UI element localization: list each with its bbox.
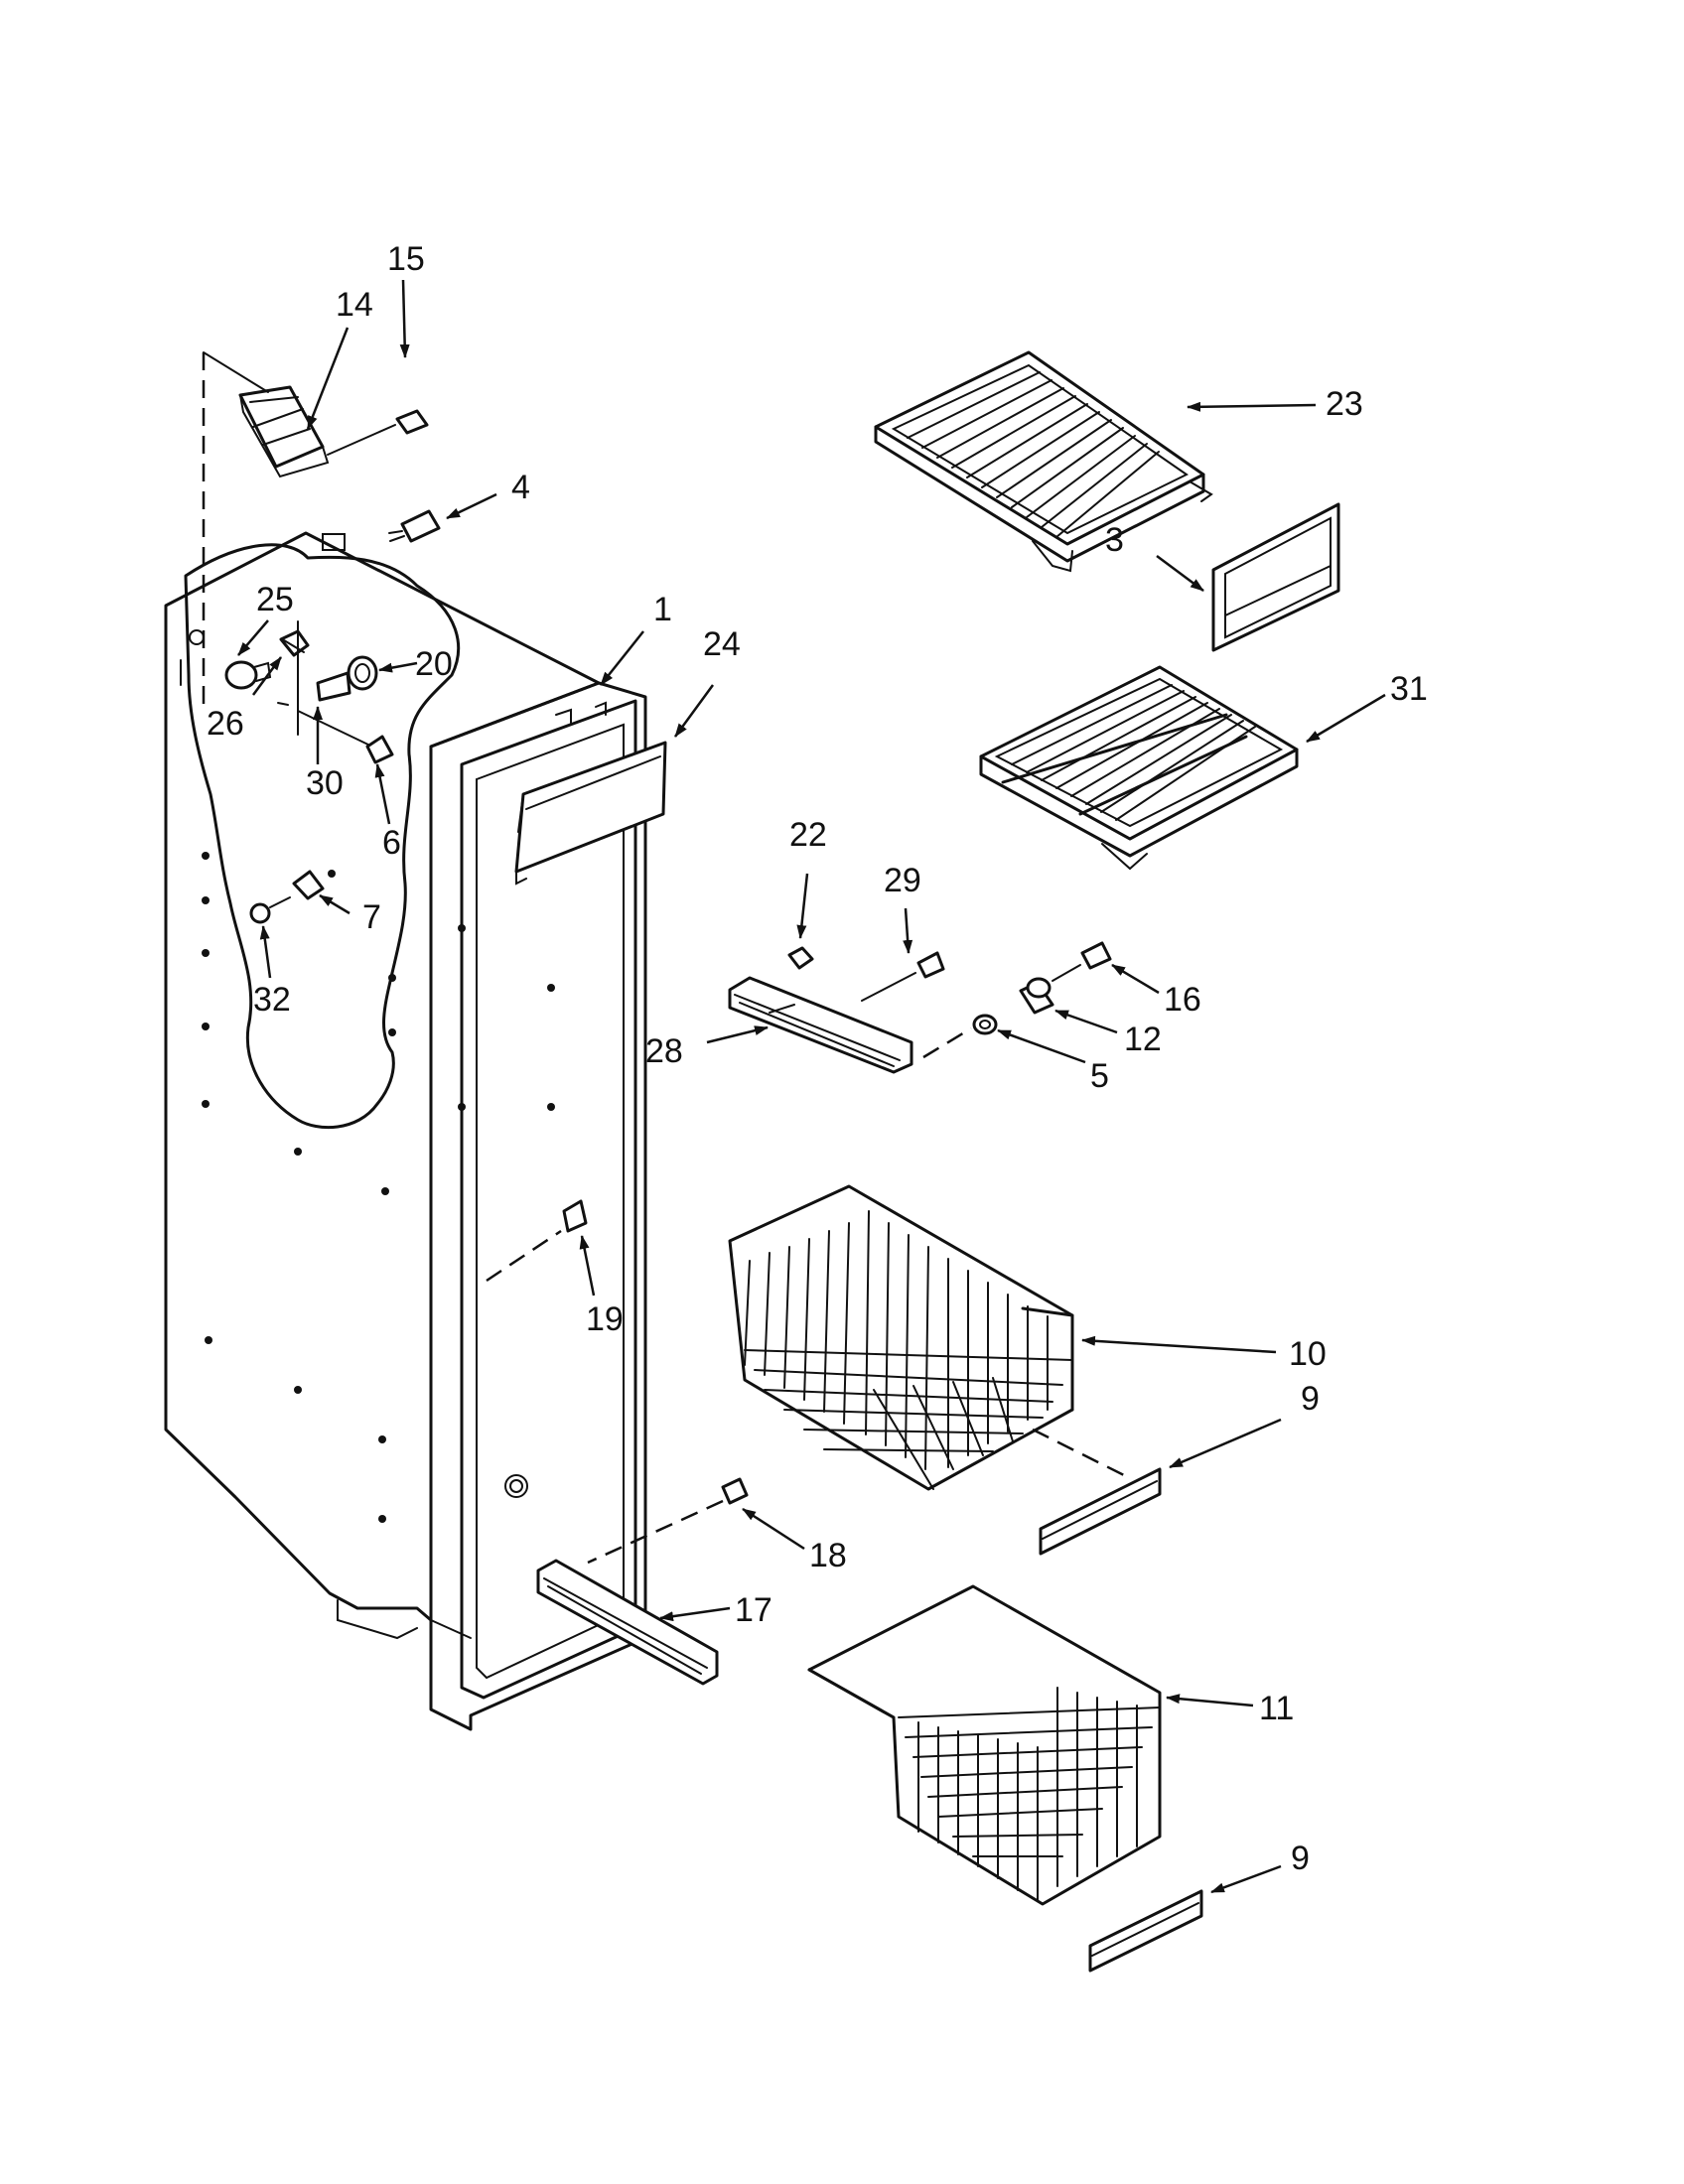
socket-part-26 xyxy=(279,629,310,657)
basket-part-10 xyxy=(728,1184,1133,1491)
callout-15: 15 xyxy=(387,240,425,278)
liner-holes xyxy=(202,852,555,1523)
leader-arrows xyxy=(237,279,1386,1894)
callout-30: 30 xyxy=(306,764,344,802)
callout-29: 29 xyxy=(884,862,921,899)
callout-5: 5 xyxy=(1090,1057,1109,1095)
wire-shelf-part-31 xyxy=(979,665,1299,871)
callout-20: 20 xyxy=(415,645,453,683)
callout-16: 16 xyxy=(1164,981,1201,1019)
callout-14: 14 xyxy=(336,286,373,324)
callout-9b: 9 xyxy=(1291,1840,1310,1877)
callout-32: 32 xyxy=(253,981,291,1019)
callout-26: 26 xyxy=(207,705,244,743)
callout-1: 1 xyxy=(653,591,672,628)
callout-18: 18 xyxy=(809,1537,847,1574)
bracket-part-14 xyxy=(202,351,330,705)
callout-25: 25 xyxy=(256,581,294,618)
door-stop-part-24 xyxy=(514,741,667,886)
callout-6: 6 xyxy=(382,824,401,862)
retainer-part-19 xyxy=(486,1199,588,1283)
screw-part-32 xyxy=(249,896,291,924)
roller-part-12 xyxy=(1019,977,1054,1015)
screw-part-16 xyxy=(1052,941,1112,982)
support-part-28 xyxy=(728,976,913,1074)
light-bulb-part-25 xyxy=(224,660,272,690)
callout-10: 10 xyxy=(1289,1335,1327,1373)
screw-part-18 xyxy=(587,1477,749,1565)
callout-24: 24 xyxy=(703,625,741,663)
screw-part-30 xyxy=(277,620,373,748)
cap-part-22 xyxy=(787,946,814,970)
plug-part-4 xyxy=(388,509,441,543)
callout-28: 28 xyxy=(645,1032,683,1070)
clip-part-6 xyxy=(365,735,394,764)
trim-part-3 xyxy=(1211,502,1340,652)
trim-part-9a xyxy=(1039,1467,1162,1556)
callout-22: 22 xyxy=(789,816,827,854)
callout-31: 31 xyxy=(1390,670,1428,708)
callout-4: 4 xyxy=(511,469,530,506)
callout-17: 17 xyxy=(735,1591,772,1629)
callout-9a: 9 xyxy=(1301,1380,1320,1418)
callout-11: 11 xyxy=(1259,1690,1294,1727)
callout-labels: 15 14 4 1 24 25 20 26 30 6 7 32 23 3 31 … xyxy=(207,240,1428,1877)
callout-23: 23 xyxy=(1326,385,1363,423)
callout-3: 3 xyxy=(1105,521,1124,559)
shelf-part-23 xyxy=(874,350,1213,573)
screw-part-15 xyxy=(327,409,429,456)
basket-part-11 xyxy=(807,1584,1162,1906)
callout-12: 12 xyxy=(1124,1021,1162,1058)
callout-19: 19 xyxy=(586,1300,624,1338)
callout-7: 7 xyxy=(362,898,381,936)
spacer-part-5 xyxy=(972,1014,998,1035)
bracket-part-7 xyxy=(292,870,336,900)
trim-part-9b xyxy=(1088,1889,1203,1973)
switch-part-20 xyxy=(316,655,378,702)
screw-part-29 xyxy=(861,951,945,1002)
rail-part-17 xyxy=(536,1559,719,1686)
